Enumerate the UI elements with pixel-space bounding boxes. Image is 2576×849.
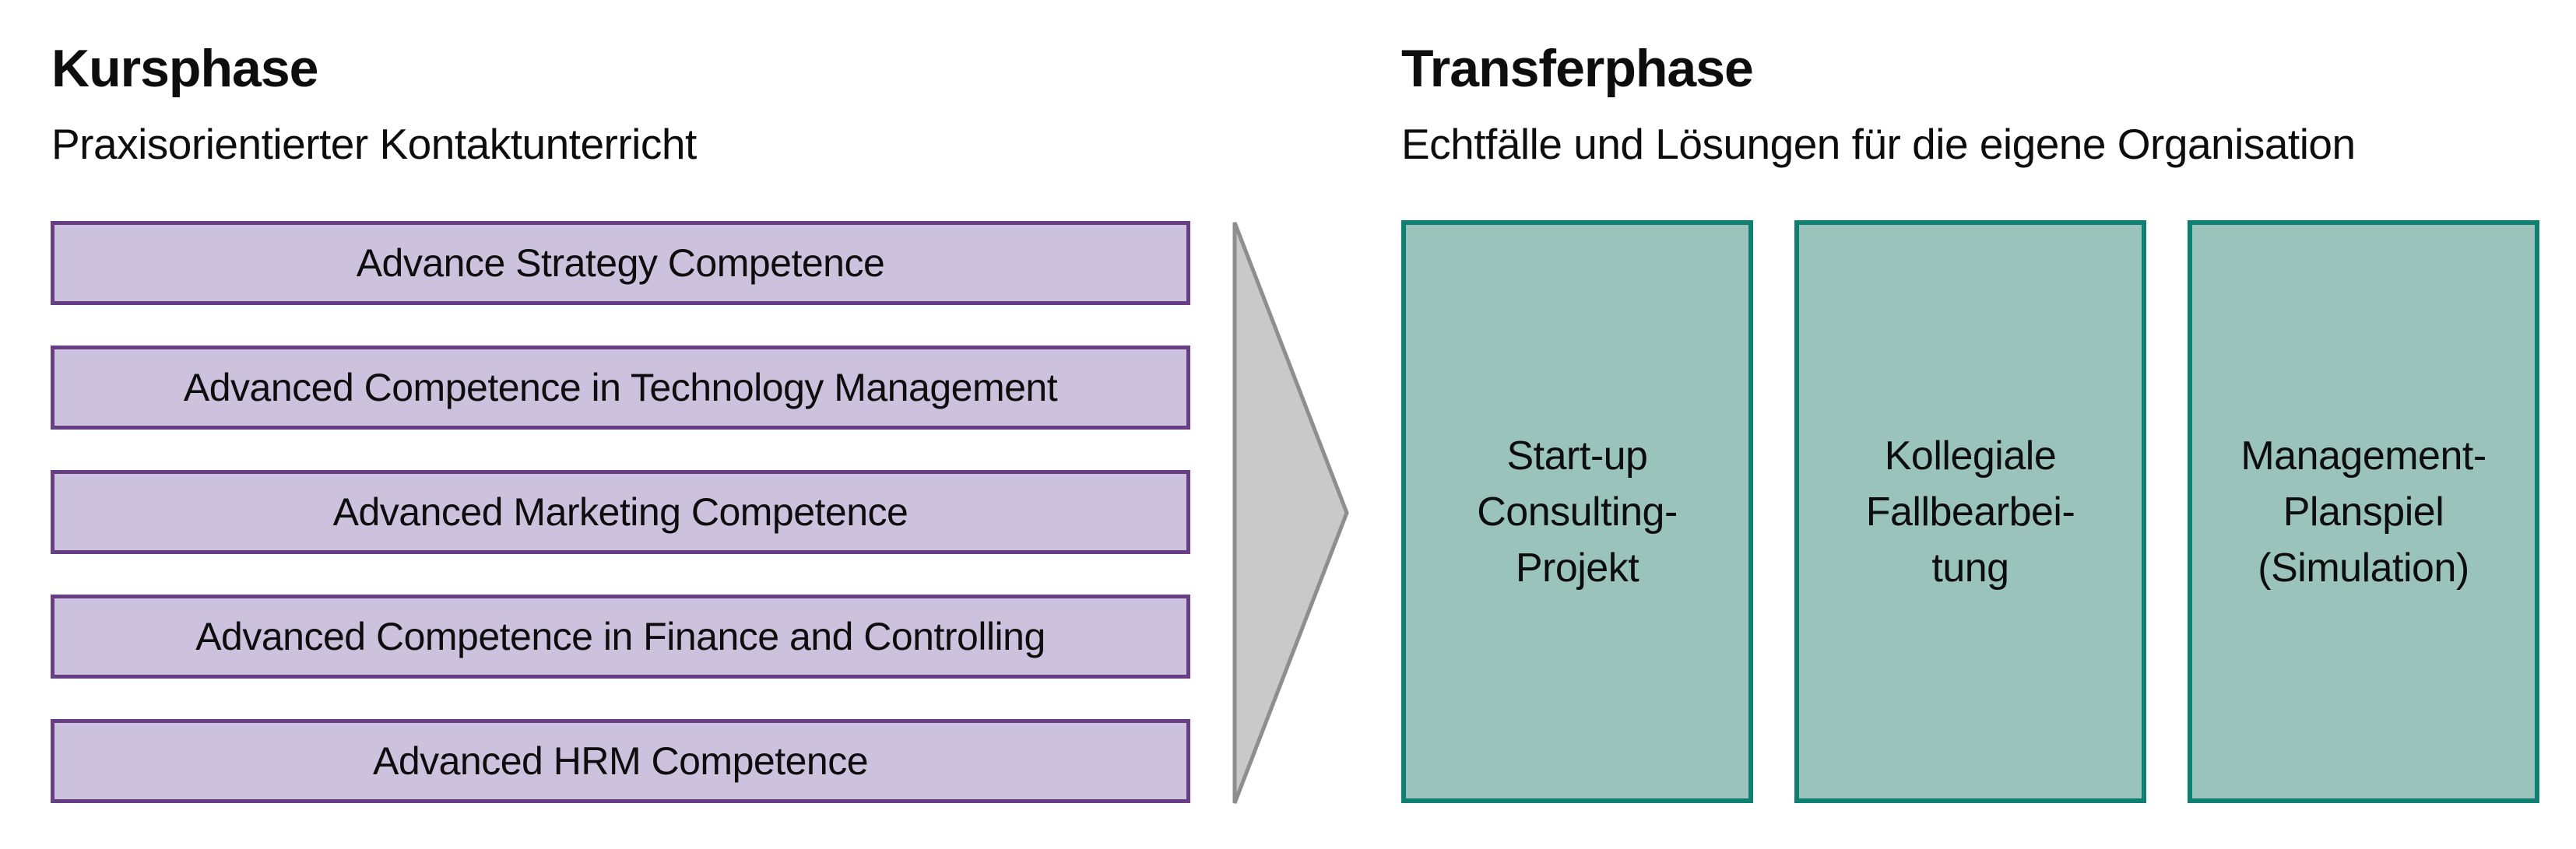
module-label: Advance Strategy Competence	[356, 241, 885, 285]
module-box-strategy: Advance Strategy Competence	[51, 221, 1190, 305]
kursphase-title: Kursphase	[51, 39, 318, 98]
activity-line: Management-	[2240, 433, 2486, 479]
module-label: Advanced Competence in Finance and Contr…	[195, 615, 1046, 658]
activity-line: (Simulation)	[2258, 545, 2469, 591]
module-label: Advanced Competence in Technology Manage…	[183, 366, 1058, 409]
activity-line: Consulting-	[1477, 489, 1678, 535]
transferphase-title: Transferphase	[1401, 39, 1754, 98]
activity-line: Start-up	[1506, 433, 1648, 479]
module-label: Advanced Marketing Competence	[332, 490, 908, 534]
module-box-marketing: Advanced Marketing Competence	[51, 470, 1190, 554]
activity-box-startup-consulting: Start-up Consulting- Projekt	[1401, 220, 1753, 803]
activity-box-management-planspiel: Management- Planspiel (Simulation)	[2188, 220, 2539, 803]
transferphase-subtitle: Echtfälle und Lösungen für die eigene Or…	[1401, 120, 2356, 168]
module-box-hrm: Advanced HRM Competence	[51, 719, 1190, 803]
module-label: Advanced HRM Competence	[372, 739, 869, 783]
kursphase-subtitle: Praxisorientierter Kontaktunterricht	[51, 120, 697, 168]
module-box-technology: Advanced Competence in Technology Manage…	[51, 346, 1190, 430]
activity-line: Planspiel	[2283, 489, 2444, 535]
activity-line: Fallbearbei-	[1865, 489, 2075, 535]
activity-line: Projekt	[1515, 545, 1639, 591]
activity-line: tung	[1931, 545, 2009, 591]
activity-line: Kollegiale	[1884, 433, 2057, 479]
activity-box-kollegiale-fallbearbeitung: Kollegiale Fallbearbei- tung	[1794, 220, 2146, 803]
arrow-right-icon	[1232, 222, 1349, 804]
module-box-finance: Advanced Competence in Finance and Contr…	[51, 595, 1190, 679]
